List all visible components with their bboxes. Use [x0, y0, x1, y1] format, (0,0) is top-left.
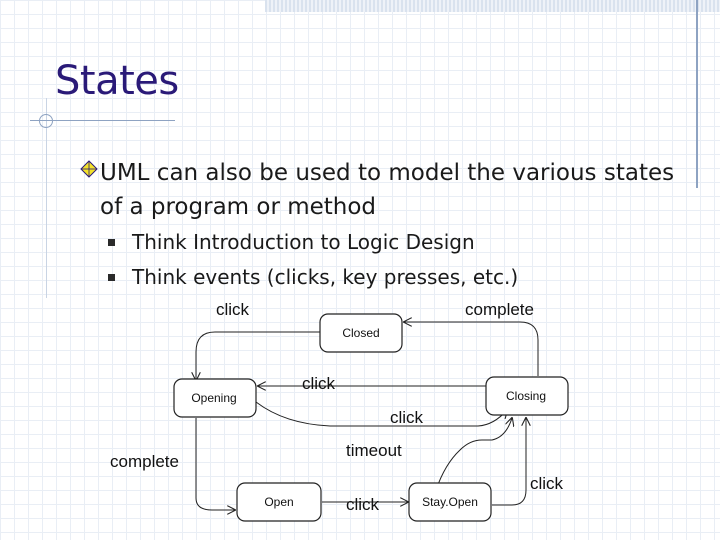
- transition-line: [404, 322, 539, 376]
- transition-line: [196, 331, 320, 380]
- title-rule-circle: [39, 114, 53, 128]
- transition-lines: [195, 322, 539, 510]
- state-label: Closed: [342, 326, 379, 340]
- state-label: Stay.Open: [422, 495, 478, 509]
- diamond-bullet-icon: [80, 160, 98, 178]
- transition-label-complete-top: complete: [465, 300, 534, 319]
- transition-label-click-center: click: [390, 408, 424, 427]
- transition-label-click-mid: click: [302, 374, 336, 393]
- title-vertical-rule: [46, 98, 47, 298]
- transition-line: [195, 418, 235, 510]
- header-decoration-band: [265, 0, 720, 12]
- transition-label-click-right: click: [530, 474, 564, 493]
- transition-label-timeout: timeout: [346, 441, 402, 460]
- state-stay-open: Stay.Open: [408, 482, 492, 522]
- sub-bullet-text: Think Introduction to Logic Design: [132, 230, 475, 254]
- square-bullet-icon: [108, 274, 115, 281]
- transition-label-complete-left: complete: [110, 452, 179, 471]
- state-closed: Closed: [319, 313, 403, 353]
- transition-line: [255, 401, 507, 427]
- transition-label-click-bottom: click: [346, 495, 380, 514]
- state-label: Opening: [191, 391, 236, 405]
- state-open: Open: [236, 482, 322, 522]
- title-underline-rule: [30, 120, 175, 121]
- transition-label-click-top: click: [216, 300, 250, 319]
- state-label: Closing: [506, 389, 546, 403]
- transition-line: [435, 418, 512, 491]
- sub-bullet-text: Think events (clicks, key presses, etc.): [132, 265, 519, 289]
- slide-title: States: [55, 58, 179, 104]
- state-opening: Opening: [173, 378, 257, 418]
- square-bullet-icon: [108, 239, 115, 246]
- main-bullet-text: UML can also be used to model the variou…: [100, 160, 675, 220]
- state-closing: Closing: [485, 376, 569, 416]
- main-bullet: UML can also be used to model the variou…: [80, 156, 680, 224]
- state-label: Open: [264, 495, 293, 509]
- transition-line: [492, 418, 526, 506]
- right-accent-rule: [696, 0, 698, 188]
